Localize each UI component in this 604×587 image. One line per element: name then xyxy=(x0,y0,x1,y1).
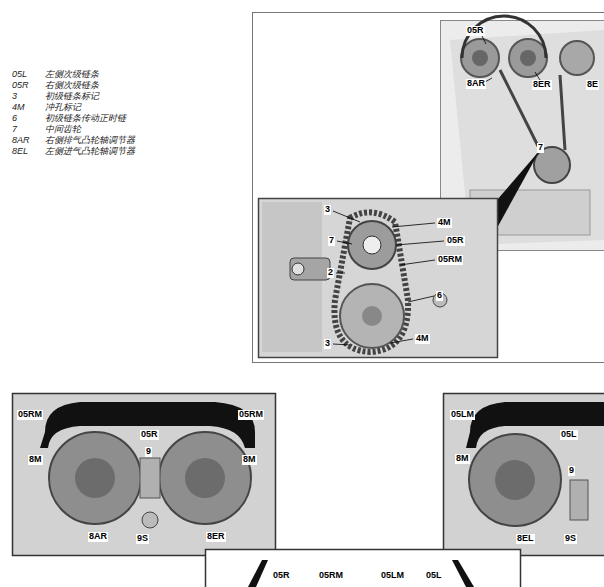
legend-key-text: 6 xyxy=(12,114,17,124)
callout-label: 05L xyxy=(425,571,443,581)
callout-label: 8E xyxy=(586,80,599,90)
callout-label: 9S xyxy=(564,534,577,544)
callout-label: 2 xyxy=(327,268,334,278)
callout-label: 6 xyxy=(436,291,443,301)
legend-key-text: 8AR xyxy=(12,136,30,146)
legend-key-text: 4M xyxy=(12,103,25,113)
callout-label: 8M xyxy=(455,454,470,464)
callout-label: 9 xyxy=(568,466,575,476)
callout-label: 05LM xyxy=(380,571,405,581)
callout-label: 4M xyxy=(415,334,430,344)
callout-label: 8ER xyxy=(206,532,226,542)
legend-key-text: 左侧进气凸轮轴调节器 xyxy=(45,147,135,157)
legend-key-text: 初级链条标记 xyxy=(45,92,99,102)
callout-label: 05R xyxy=(272,571,291,581)
callout-label: 05LM xyxy=(450,410,475,420)
callout-label: 05R xyxy=(466,26,485,36)
legend-key-text: 左侧次级链条 xyxy=(45,70,99,80)
callout-label: 3 xyxy=(324,205,331,215)
callout-label: 05R xyxy=(140,430,159,440)
legend-key-text: 3 xyxy=(12,92,17,102)
callout-label: 8M xyxy=(28,455,43,465)
callout-label: 9S xyxy=(136,534,149,544)
legend-key-text: 右侧排气凸轮轴调节器 xyxy=(45,136,135,146)
legend-key-text: 05L xyxy=(12,70,27,80)
callout-label: 9 xyxy=(145,447,152,457)
callout-label: 05R xyxy=(446,236,465,246)
legend-key-text: 冲孔标记 xyxy=(45,103,81,113)
callout-label: 05L xyxy=(560,430,578,440)
legend-key-text: 初级链条传动正时链 xyxy=(45,114,126,124)
legend-key-text: 05R xyxy=(12,81,29,91)
callout-label: 05RM xyxy=(238,410,264,420)
legend-key-text: 8EL xyxy=(12,147,28,157)
callout-label: 8ER xyxy=(532,80,552,90)
callout-label: 8M xyxy=(242,455,257,465)
callout-label: 3 xyxy=(324,339,331,349)
callout-label: 7 xyxy=(328,236,335,246)
legend-key-text: 7 xyxy=(12,125,17,135)
callout-label: 05RM xyxy=(17,410,43,420)
callout-label: 8AR xyxy=(88,532,108,542)
legend-key-text: 中间齿轮 xyxy=(45,125,81,135)
callout-label: 05RM xyxy=(437,255,463,265)
callout-label: 8EL xyxy=(516,534,535,544)
callout-label: 05RM xyxy=(318,571,344,581)
legend-key-text: 右侧次级链条 xyxy=(45,81,99,91)
callout-label: 8AR xyxy=(466,79,486,89)
callout-label: 7 xyxy=(537,143,544,153)
callout-label: 4M xyxy=(437,218,452,228)
